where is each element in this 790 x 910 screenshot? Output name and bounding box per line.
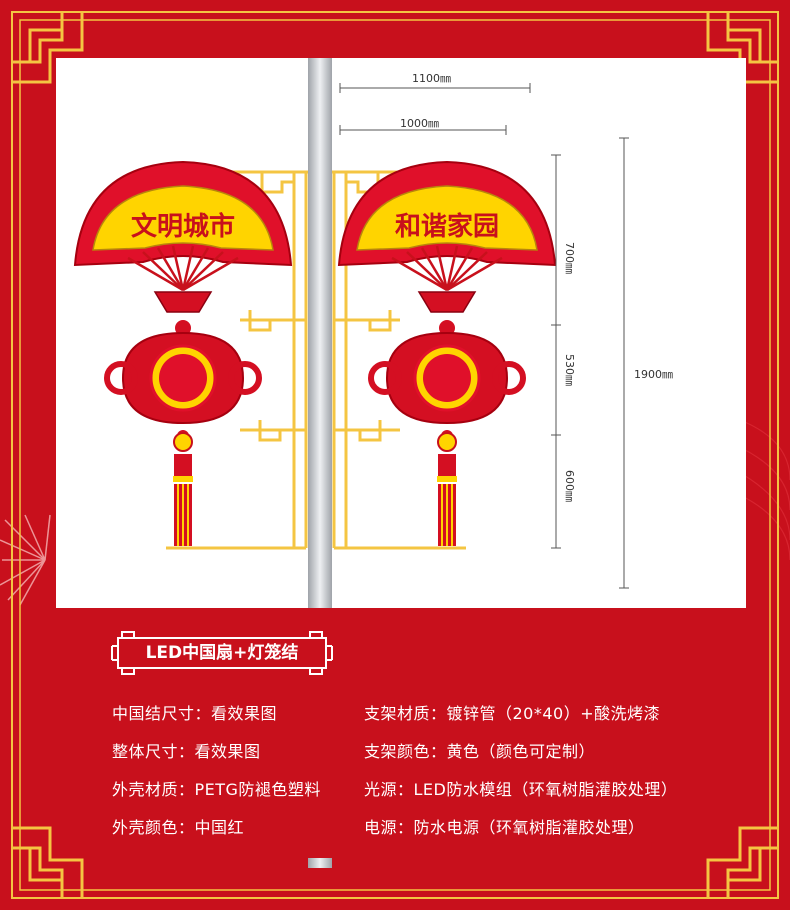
spec-shell-color: 外壳颜色：中国红 (112, 818, 245, 837)
spec-bracket-color: 支架颜色：黄色（颜色可定制） (364, 742, 596, 761)
firework-icon (0, 514, 51, 606)
right-fan-text: 和谐家园 (395, 211, 499, 242)
right-fan (337, 160, 557, 313)
right-tassel (437, 432, 457, 546)
spec-power-supply: 电源：防水电源（环氧树脂灌胶处理） (364, 818, 645, 837)
dimension-height-total: 1900㎜ (634, 368, 673, 381)
dimension-lines (339, 83, 629, 589)
left-bracket (166, 170, 308, 550)
left-fan (73, 160, 293, 313)
spec-knot-size: 中国结尺寸：看效果图 (112, 704, 278, 723)
spec-shell-material: 外壳材质：PETG防褪色塑料 (112, 780, 321, 799)
left-fan-text: 文明城市 (131, 211, 235, 242)
dimension-width-outer: 1100㎜ (412, 72, 451, 85)
dimension-height-tassel: 600㎜ (563, 470, 576, 502)
left-chinese-knot (104, 320, 262, 442)
dimension-width-inner: 1000㎜ (400, 117, 439, 130)
spec-overall-size: 整体尺寸：看效果图 (112, 742, 261, 761)
product-title-box: LED中国扇+灯笼结 (116, 636, 328, 670)
right-chinese-knot (368, 320, 526, 442)
spec-light-source: 光源：LED防水模组（环氧树脂灌胶处理） (364, 780, 678, 799)
product-title: LED中国扇+灯笼结 (145, 643, 299, 663)
dimension-height-knot: 530㎜ (563, 354, 576, 386)
dimension-height-fan: 700㎜ (563, 242, 576, 274)
spec-bracket-material: 支架材质：镀锌管（20*40）+酸洗烤漆 (364, 704, 661, 723)
left-tassel (173, 432, 193, 546)
